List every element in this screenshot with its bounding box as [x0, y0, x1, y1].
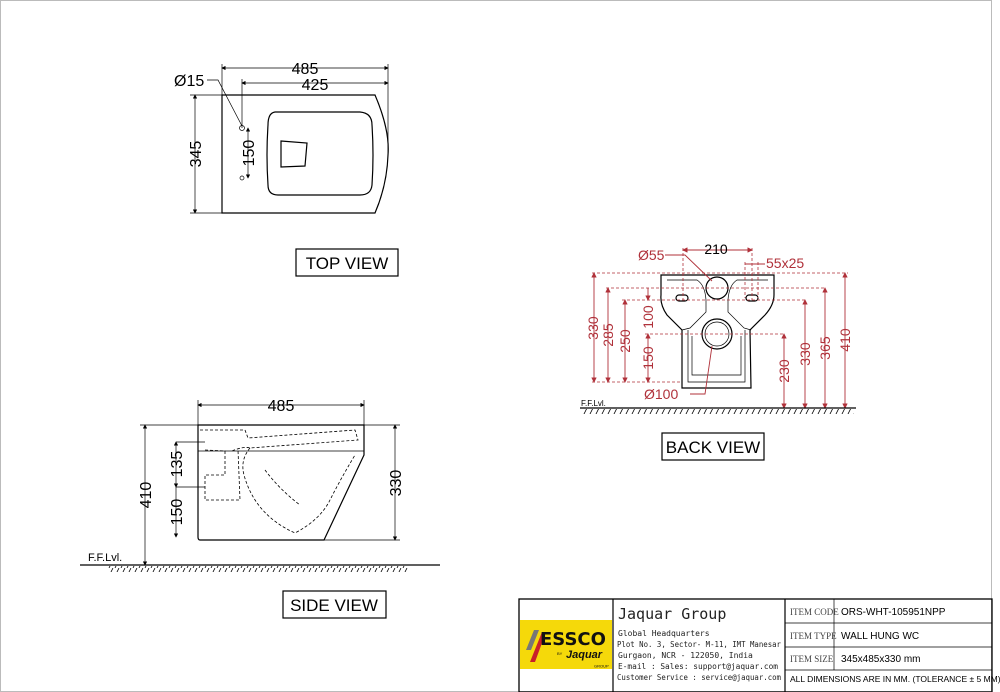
dim-dia100: Ø100	[644, 386, 678, 402]
seat-outline	[266, 111, 374, 196]
item-size-value: 345x485x330 mm	[841, 654, 921, 665]
dim-150: 150	[241, 140, 258, 167]
item-size-label: ITEM SIZE	[790, 654, 834, 664]
side-view-label: SIDE VIEW	[290, 596, 378, 615]
back-view-label: BACK VIEW	[666, 438, 760, 457]
back-outline	[660, 274, 775, 389]
dim-55x25: 55x25	[766, 255, 804, 271]
item-type-label: ITEM TYPE	[790, 631, 837, 641]
top-view-label: TOP VIEW	[306, 254, 389, 273]
dim-135: 135	[169, 451, 186, 478]
dim-410: 410	[837, 328, 853, 352]
floor-hatch	[108, 566, 408, 572]
dim-345: 345	[188, 141, 205, 168]
back-view: 210 Ø55 55x25 330 285 250 100 150 Ø100 2…	[580, 241, 856, 414]
dim-dia15: Ø15	[174, 73, 204, 90]
floor-level-label: F.F.Lvl.	[88, 552, 122, 564]
dim-250: 250	[617, 329, 633, 353]
dim-485: 485	[268, 398, 295, 415]
dim-285: 285	[600, 323, 616, 347]
dim-425: 425	[302, 77, 329, 94]
dim-365: 365	[817, 336, 833, 360]
dim-150: 150	[169, 499, 186, 526]
fixing-slot	[675, 294, 689, 302]
dim-dia55: Ø55	[638, 247, 665, 263]
dim-230: 230	[776, 359, 792, 383]
address-line: Plot No. 3, Sector- M-11, IMT Manesar	[617, 640, 781, 649]
dim-210: 210	[704, 241, 728, 257]
address-line: Gurgaon, NCR - 122050, India	[618, 651, 753, 660]
company-name: Jaquar Group	[618, 605, 726, 623]
title-block: ESSCO BY Jaquar GROUP Jaquar Group Globa…	[518, 598, 1000, 692]
back-view-label-box	[661, 432, 765, 461]
dim-100: 100	[640, 305, 656, 329]
item-code-value: ORS-WHT-105951NPP	[841, 607, 946, 618]
dim-330-right: 330	[797, 342, 813, 366]
essco-logo: ESSCO BY Jaquar GROUP	[520, 620, 612, 669]
top-view: 485 425 345 150 Ø15	[174, 61, 389, 214]
svg-text:GROUP: GROUP	[594, 664, 609, 669]
service-line: Customer Service : service@jaquar.com	[617, 673, 781, 682]
dim-485: 485	[292, 61, 319, 78]
top-view-label-box	[295, 248, 399, 277]
dim-150: 150	[640, 346, 656, 370]
item-code-label: ITEM CODE	[790, 607, 839, 617]
dim-330: 330	[388, 470, 405, 497]
dim-330-left: 330	[585, 316, 601, 340]
outlet-square	[280, 140, 308, 168]
item-type-value: WALL HUNG WC	[841, 631, 919, 642]
side-view: 485 330 410 135 150 F.F.Lvl.	[80, 398, 440, 572]
side-outline	[197, 424, 365, 541]
tolerance-note: ALL DIMENSIONS ARE IN MM. (TOLERANCE ± 5…	[790, 674, 1000, 684]
dim-410: 410	[138, 482, 155, 509]
svg-text:BY: BY	[557, 651, 563, 656]
floor-hatch	[582, 409, 854, 414]
side-view-label-box	[282, 590, 387, 619]
email-line: E-mail : Sales: support@jaquar.com	[618, 662, 778, 671]
svg-text:Jaquar: Jaquar	[566, 649, 603, 661]
floor-level-label: F.F.Lvl.	[581, 399, 606, 408]
top-outline	[221, 94, 389, 214]
svg-text:ESSCO: ESSCO	[540, 629, 606, 650]
address-line: Global Headquarters	[618, 629, 710, 638]
fixing-hole	[239, 175, 245, 181]
